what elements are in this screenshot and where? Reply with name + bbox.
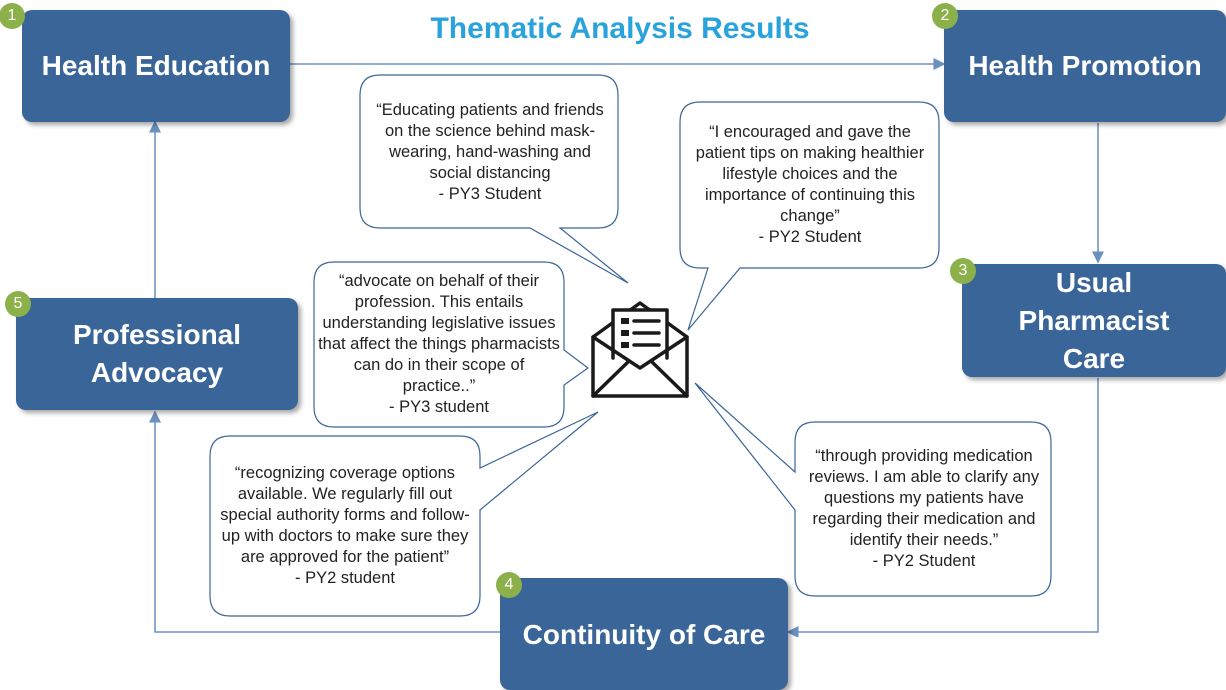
arrow-continuity-to-advocacy <box>149 410 500 633</box>
quote-attribution: - PY3 student <box>389 397 489 416</box>
theme-number-badge-5: 5 <box>5 291 31 317</box>
connector-layer <box>149 58 1104 637</box>
envelope-document-icon <box>591 301 689 398</box>
quote-text: “through providing medication reviews. I… <box>808 447 1040 549</box>
quote-attribution: - PY2 student <box>295 569 395 587</box>
theme-box-professional-advocacy: Professional Advocacy <box>16 298 298 410</box>
speech-bubble-1-shape <box>359 74 629 284</box>
quote-text: “Educating patients and friends on the s… <box>376 100 604 182</box>
theme-box-health-education: Health Education <box>22 10 290 122</box>
speech-bubble-2-shape <box>679 101 940 331</box>
theme-number-badge-2: 2 <box>932 3 958 29</box>
theme-box-health-promotion: Health Promotion <box>944 10 1226 122</box>
quote-health-education: “Educating patients and friends on the s… <box>372 80 608 224</box>
quote-attribution: - PY2 Student <box>872 552 976 570</box>
quote-usual-pharmacist-care: “through providing medication reviews. I… <box>806 428 1042 590</box>
quote-attribution: - PY3 Student <box>438 184 542 203</box>
quote-text: “advocate on behalf of their profession.… <box>318 271 560 395</box>
theme-number-badge-3: 3 <box>950 258 976 284</box>
theme-label-usual-pharmacist-care: Usual Pharmacist Care <box>1018 266 1170 374</box>
quote-continuity-of-care: “recognizing coverage options available.… <box>220 441 470 611</box>
theme-label-professional-advocacy: Professional Advocacy <box>72 319 242 388</box>
diagram-title: Thematic Analysis Results <box>430 12 810 45</box>
quote-text: “recognizing coverage options available.… <box>220 464 470 566</box>
theme-box-continuity-of-care: Continuity of Care <box>500 578 788 690</box>
theme-number-badge-4: 4 <box>496 572 522 598</box>
speech-bubble-3-shape <box>313 261 590 428</box>
quote-text: “I encouraged and gave the patient tips … <box>695 123 925 225</box>
theme-label-health-education: Health Education <box>41 50 271 81</box>
theme-label-continuity-of-care: Continuity of Care <box>522 619 766 650</box>
quote-health-promotion: “I encouraged and gave the patient tips … <box>690 112 930 258</box>
theme-number-badge-1: 1 <box>0 3 25 29</box>
arrow-usual-care-to-continuity <box>786 378 1099 637</box>
quote-attribution: - PY2 Student <box>758 228 862 246</box>
quote-professional-advocacy: “advocate on behalf of their profession.… <box>318 264 560 424</box>
speech-bubble-5-shape <box>694 382 1052 597</box>
theme-label-health-promotion: Health Promotion <box>968 50 1202 81</box>
theme-box-usual-pharmacist-care: Usual Pharmacist Care <box>962 264 1226 377</box>
speech-bubble-4-shape <box>209 411 599 617</box>
